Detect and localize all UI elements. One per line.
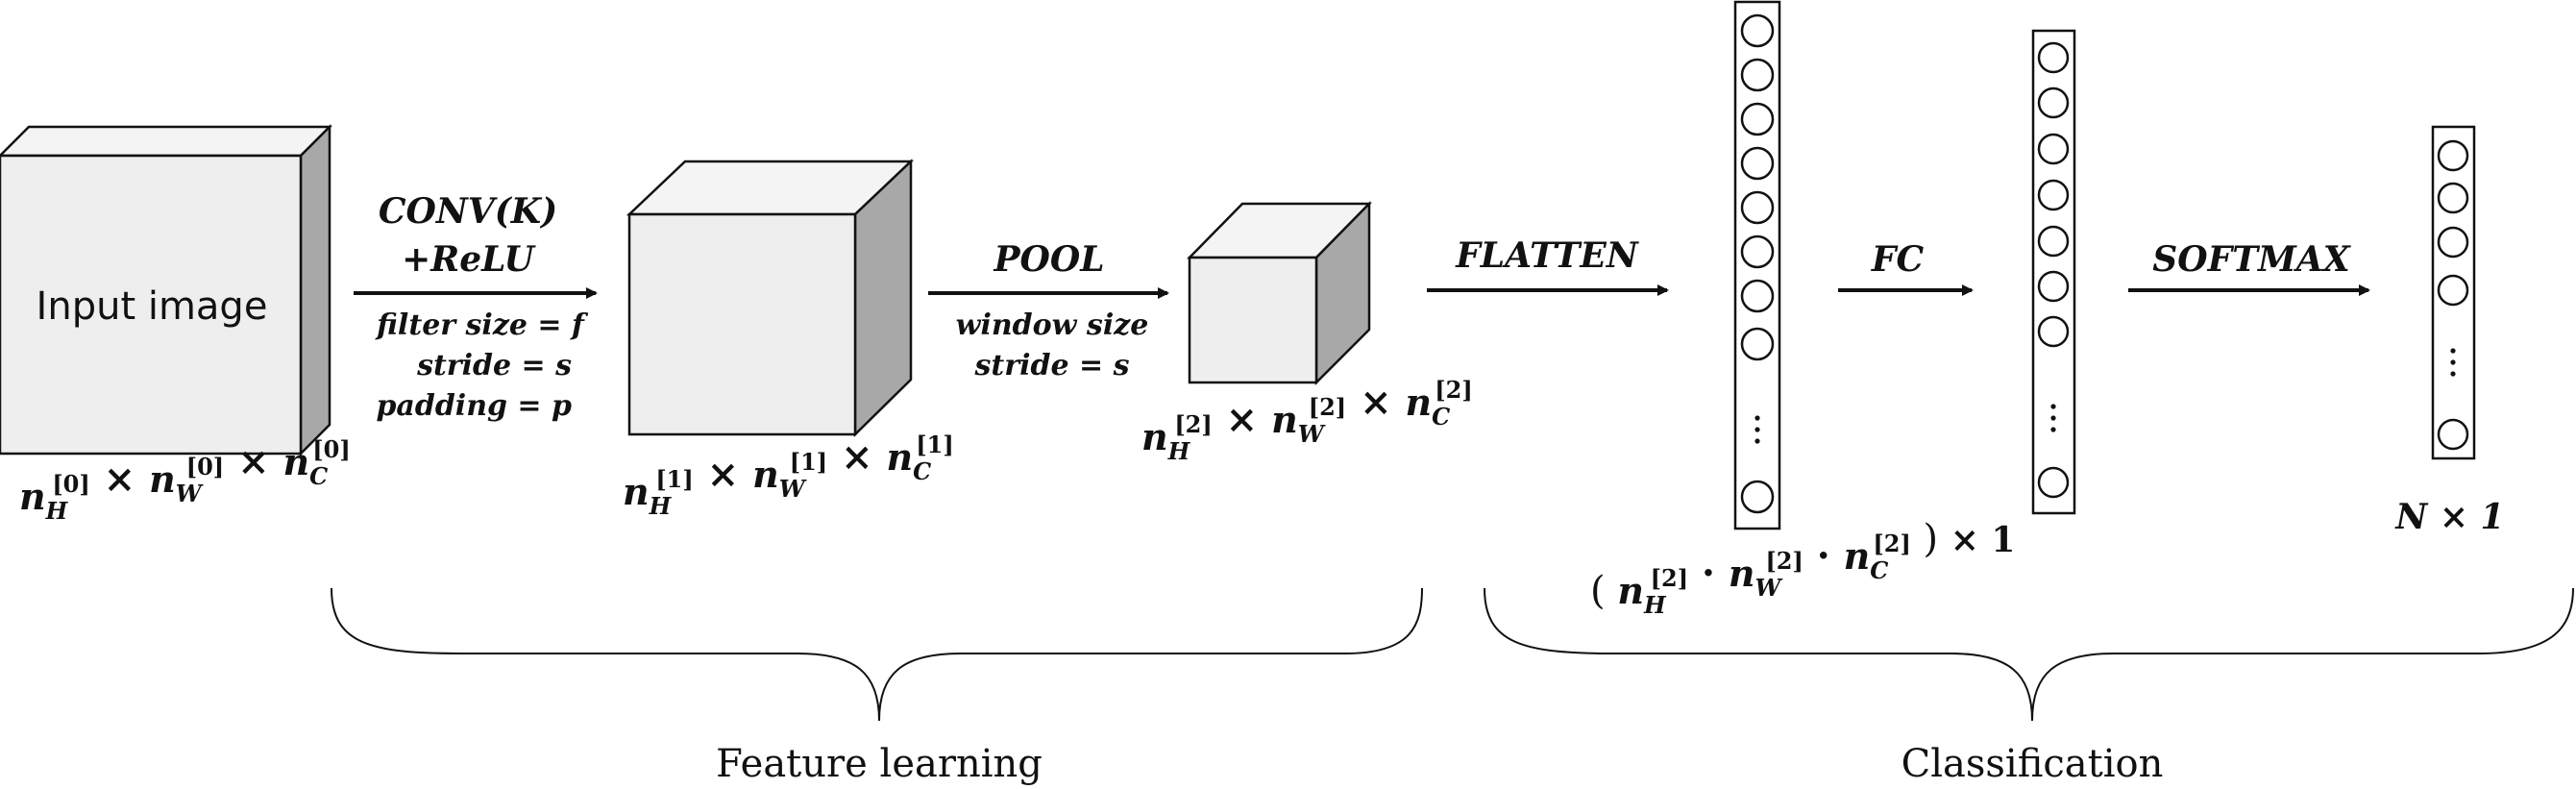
flattened-neuron [1740,480,1775,514]
relu-title: +ReLU [402,239,536,280]
flattened-neuron [1740,13,1775,48]
pool-output-cube [1187,200,1372,386]
output-vector [2431,125,2476,460]
output-neuron [2437,139,2469,172]
flattened-ellipsis-dot [1754,415,1760,421]
pool-window-size: window size [956,308,1149,342]
flattened-neuron [1740,102,1775,136]
fc-neuron [2037,270,2070,303]
output-dimension-label: N × 1 [2394,497,2504,537]
pool-step: POOL window size stride = s [928,239,1169,382]
flattened-dimension-label: ( nH[2] · nW[2] · nC[2] ) × 1 [1590,517,2015,619]
fc-title: FC [1871,239,1925,280]
flattened-neuron [1740,146,1775,181]
input-image-cube: Input image [0,123,333,457]
fc-vector [2031,29,2076,515]
layer1-dimension-label: nH[1] × nW[1] × nC[1] [623,431,954,520]
conv-output-cube [626,159,915,437]
fc-neuron [2037,41,2070,74]
input-cube-top [0,125,333,158]
fc-neuron [2037,86,2070,119]
flattened-neuron [1740,327,1775,361]
fc-neuron [2037,466,2070,499]
output-neuron [2437,274,2469,307]
flattened-vector [1733,0,1781,530]
fc-neuron [2037,315,2070,348]
fc-neuron [2037,133,2070,165]
classification-brace [1484,587,2574,722]
flattened-ellipsis-dot [1754,438,1760,444]
fc-ellipsis-dot [2050,415,2056,421]
layer2-cube-front [1188,256,1318,384]
feature-learning-brace [331,587,1423,722]
pool-title: POOL [993,239,1104,280]
output-ellipsis-dot [2450,359,2456,365]
output-neuron [2437,418,2469,451]
layer1-cube-front [627,212,857,436]
flatten-step: FLATTEN [1427,235,1669,296]
flattened-neuron [1740,58,1775,92]
input-dimension-label: nH[0] × nW[0] × nC[0] [19,435,351,525]
conv-title: CONV(K) [379,191,557,232]
softmax-step: SOFTMAX [2128,239,2370,296]
flattened-neuron [1740,234,1775,269]
fc-neuron [2037,225,2070,258]
conv-filter-size: filter size = f [375,308,589,342]
flattened-neuron [1740,190,1775,225]
fc-neuron [2037,179,2070,211]
conv-stride: stride = s [416,349,572,382]
fc-ellipsis-dot [2050,404,2056,409]
layer2-dimension-label: nH[2] × nW[2] × nC[2] [1141,376,1473,465]
output-ellipsis-dot [2450,348,2456,354]
feature-learning-label: Feature learning [716,742,1043,786]
pool-stride: stride = s [974,349,1130,382]
input-cube-side [299,123,331,457]
input-cube-front [0,154,303,456]
classification-label: Classification [1901,742,2164,786]
flattened-neuron [1740,279,1775,313]
softmax-title: SOFTMAX [2152,239,2351,280]
output-neuron [2437,226,2469,259]
flattened-ellipsis-dot [1754,427,1760,432]
conv-padding: padding = p [376,389,572,423]
input-image-label: Input image [37,284,268,329]
flatten-title: FLATTEN [1455,235,1640,276]
conv-relu-step: CONV(K) +ReLU filter size = f stride = s… [354,191,598,423]
fc-ellipsis-dot [2050,427,2056,432]
output-neuron [2437,182,2469,214]
fc-step: FC [1838,239,1974,296]
output-ellipsis-dot [2450,371,2456,377]
